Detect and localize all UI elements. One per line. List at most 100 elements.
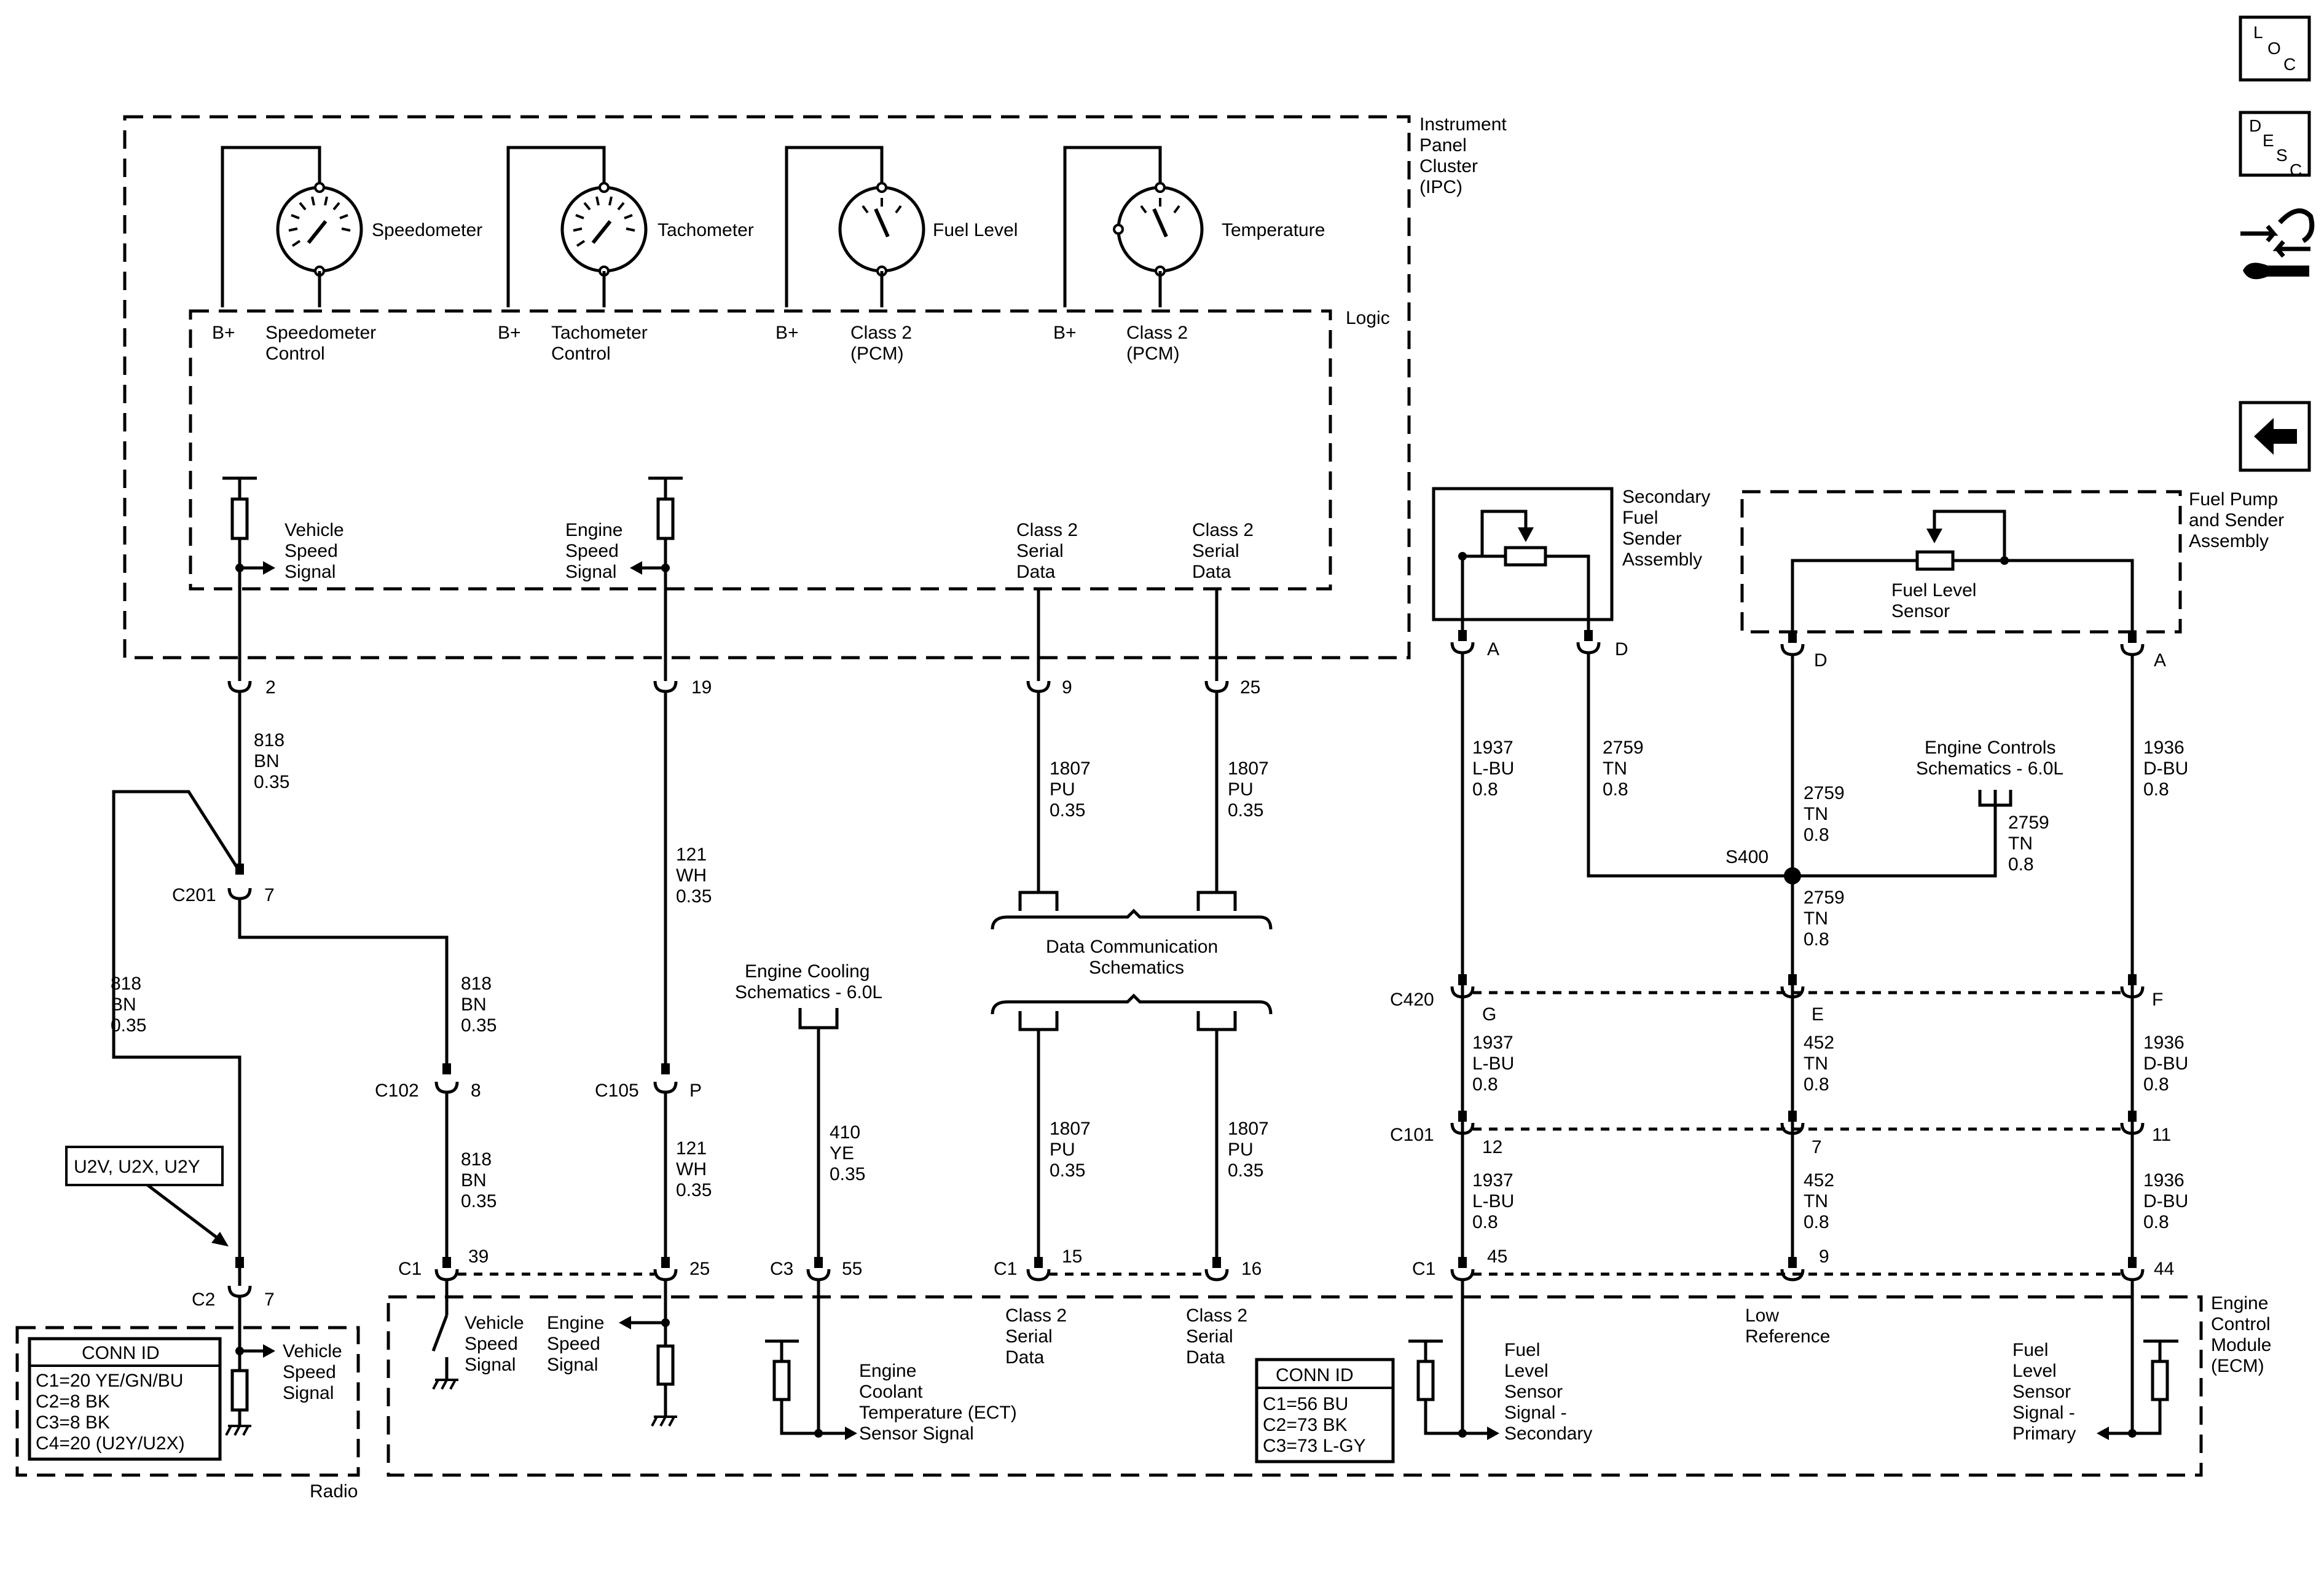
ipc-title-4: (IPC)	[1419, 177, 1462, 197]
tachometer-gauge: Tachometer	[506, 146, 754, 307]
w2759-a-3: 0.8	[1603, 779, 1628, 800]
w818-d-2: BN	[461, 1170, 487, 1191]
ecm-fls-sec-2: Level	[1504, 1361, 1549, 1381]
pump-pin-a: A	[2154, 650, 2166, 671]
fuel-level-sensor-1: Fuel Level	[1891, 580, 1976, 600]
w452-b-1: 452	[1804, 1170, 1834, 1191]
class2-circuits: 1807 PU 0.35 1807 PU 0.35 Data Communica…	[991, 691, 1273, 1266]
desc-s: S	[2276, 146, 2288, 165]
ecm-pin-15: 15	[1062, 1246, 1082, 1267]
data-comm-ref-2: Schematics	[1089, 958, 1184, 978]
w818-a-3: 0.35	[254, 772, 289, 792]
data-comm-ref-1: Data Communication	[1046, 937, 1218, 957]
loc-c: C	[2283, 55, 2296, 74]
engine-controls-ref-2: Schematics - 6.0L	[1916, 758, 2063, 779]
radio-conn-row-4: C4=20 (U2Y/U2X)	[36, 1433, 185, 1454]
ipc-pin-labels: B+ B+ B+ B+ Speedometer Control Tachomet…	[212, 323, 1188, 364]
w2759-b-3: 0.8	[1804, 825, 1829, 845]
c420-connector: C420 G E F 1937 L-BU 0.8 452 TN 0.8 1936…	[1390, 974, 2188, 1095]
ecm-pin-9: 9	[1819, 1246, 1829, 1267]
w2759-c-2: TN	[2008, 833, 2033, 854]
ipc-ess-3: Signal	[565, 562, 616, 582]
w452-a-3: 0.8	[1804, 1074, 1829, 1095]
w818-c-3: 0.35	[461, 1015, 497, 1036]
w1807-b-3: 0.35	[1228, 800, 1263, 821]
speedometer-control-1: Speedometer	[265, 323, 376, 343]
bplus-3: B+	[775, 323, 799, 343]
ipc-title-2: Panel	[1419, 135, 1467, 156]
ipc-pin-19: 19	[691, 677, 712, 698]
description-icon[interactable]: D E S C	[2239, 111, 2311, 179]
w818-a-1: 818	[254, 730, 285, 750]
back-arrow-icon[interactable]	[2239, 401, 2311, 472]
ipc-title-1: Instrument	[1419, 114, 1507, 135]
w1936-c-2: D-BU	[2143, 1191, 2188, 1211]
fuel-level-label: Fuel Level	[933, 220, 1018, 240]
secondary-sender-4: Assembly	[1622, 549, 1702, 570]
tachometer-control-2: Control	[551, 344, 611, 364]
w818-c-2: BN	[461, 994, 487, 1015]
ecm-ess-3: Signal	[547, 1355, 598, 1375]
ecm-serial1-2: Serial	[1005, 1326, 1053, 1347]
c101-connector: C101 12 7 11 1937 L-BU 0.8 452 TN 0.8 19…	[1390, 1111, 2188, 1232]
w410-3: 0.35	[830, 1164, 865, 1184]
w2759-a-2: TN	[1603, 758, 1627, 779]
w1936-c-3: 0.8	[2143, 1212, 2169, 1232]
w1937-c-2: L-BU	[1472, 1191, 1514, 1211]
w2759-c-3: 0.8	[2008, 854, 2034, 875]
ipc-pin-2: 2	[265, 677, 276, 698]
ecm-serial1-1: Class 2	[1005, 1305, 1067, 1326]
w1807-a-2: PU	[1050, 779, 1075, 800]
pump-pin-d: D	[1814, 650, 1827, 671]
w1936-a-1: 1936	[2143, 738, 2185, 758]
loc-o: O	[2267, 39, 2281, 58]
secondary-fuel-sender: Secondary Fuel Sender Assembly A D	[1432, 487, 1710, 660]
diagnostic-icon[interactable]	[2240, 208, 2315, 280]
w1936-b-1: 1936	[2143, 1033, 2185, 1053]
ipc-connector-pins: 2 19 9 25	[227, 677, 1260, 698]
ecm-fls-sec-4: Signal -	[1504, 1403, 1567, 1423]
w121-a-3: 0.35	[676, 886, 712, 907]
ipc-serial2-1: Class 2	[1192, 520, 1254, 540]
c420-pin-f: F	[2152, 990, 2163, 1010]
ecm-fls-pri-4: Signal -	[2012, 1403, 2075, 1423]
w452-b-2: TN	[1804, 1191, 1828, 1211]
radio-vss-3: Signal	[283, 1383, 334, 1403]
ecm-pin-25: 25	[689, 1259, 710, 1279]
loc-l: L	[2253, 23, 2263, 42]
ecm-pin-45: 45	[1487, 1246, 1507, 1267]
ecm-serial2-1: Class 2	[1186, 1305, 1247, 1326]
w1937-a-1: 1937	[1472, 738, 1513, 758]
ipc-vss-1: Vehicle	[285, 520, 344, 540]
component-locator-icon[interactable]: L O C	[2239, 15, 2311, 82]
fuel-level-sensor-2: Sensor	[1891, 601, 1950, 621]
ipc-ess-2: Speed	[565, 541, 619, 561]
ecm-pin-16: 16	[1241, 1259, 1262, 1279]
pump-sender-1: Fuel Pump	[2189, 489, 2278, 510]
ect-circuit: Engine Cooling Schematics - 6.0L 410 YE …	[735, 961, 882, 1266]
engine-controls-ref-1: Engine Controls	[1925, 738, 2055, 758]
secondary-pin-a: A	[1487, 639, 1499, 660]
w1807-c-1: 1807	[1050, 1119, 1091, 1139]
w2759-a-1: 2759	[1603, 738, 1644, 758]
bplus-2: B+	[498, 323, 521, 343]
tachometer-label: Tachometer	[658, 220, 754, 240]
speedometer-control-2: Control	[265, 344, 325, 364]
w818-a-2: BN	[254, 751, 280, 771]
w1936-b-3: 0.8	[2143, 1074, 2169, 1095]
ipc-title-3: Cluster	[1419, 156, 1478, 176]
w2759-b-2: TN	[1804, 804, 1828, 824]
option-code-callout: U2V, U2X, U2Y	[65, 1146, 229, 1246]
secondary-sender-1: Secondary	[1622, 487, 1710, 507]
ipc-vss-output: Vehicle Speed Signal	[222, 476, 344, 681]
c102-label: C102	[375, 1081, 419, 1101]
w818-c-1: 818	[461, 974, 492, 994]
ipc-pin-9: 9	[1062, 677, 1072, 698]
ecm-title-1: Engine	[2211, 1293, 2268, 1313]
w818-b-1: 818	[111, 974, 141, 994]
ipc-serial1-1: Class 2	[1016, 520, 1078, 540]
secondary-sender-2: Fuel	[1622, 508, 1658, 528]
ecm-fls-pri-3: Sensor	[2012, 1382, 2071, 1402]
ecm-c3-label: C3	[770, 1259, 793, 1279]
